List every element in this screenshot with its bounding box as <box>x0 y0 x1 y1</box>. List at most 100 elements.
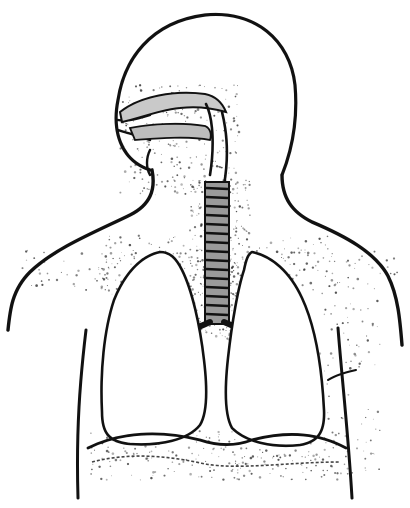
stipple-dot <box>272 468 274 470</box>
stipple-dot <box>328 285 330 287</box>
stipple-dot <box>325 276 326 277</box>
stipple-dot <box>339 282 340 283</box>
tracheal-ring <box>206 206 228 207</box>
stipple-dot <box>168 143 169 144</box>
stipple-dot <box>172 451 174 453</box>
stipple-dot <box>114 242 116 244</box>
stipple-dot <box>238 200 239 201</box>
stipple-dot <box>379 344 380 345</box>
stipple-dot <box>380 273 381 274</box>
stipple-dot <box>222 88 223 89</box>
stipple-dot <box>239 463 240 464</box>
stipple-dot <box>324 314 325 315</box>
stipple-dot <box>173 140 174 141</box>
stipple-dot <box>264 464 265 465</box>
stipple-dot <box>176 143 178 145</box>
stipple-dot <box>129 244 131 246</box>
stipple-dot <box>151 244 152 245</box>
stipple-dot <box>301 249 302 250</box>
stipple-dot <box>238 243 240 245</box>
stipple-dot <box>242 256 244 258</box>
stipple-dot <box>229 167 230 168</box>
stipple-dot <box>222 139 224 141</box>
stipple-dot <box>299 269 300 270</box>
stipple-dot <box>155 446 157 448</box>
stipple-dot <box>198 213 200 215</box>
stipple-dot <box>148 242 150 244</box>
stipple-dot <box>233 85 234 86</box>
stipple-dot <box>390 273 392 275</box>
stipple-dot <box>236 478 238 480</box>
stipple-dot <box>176 164 177 165</box>
stipple-dot <box>156 184 158 186</box>
stipple-dot <box>213 448 214 449</box>
stipple-dot <box>159 88 160 89</box>
stipple-dot <box>154 471 156 473</box>
stipple-dot <box>26 260 27 261</box>
stipple-dot <box>321 293 323 295</box>
stipple-dot <box>174 186 176 188</box>
stipple-dot <box>306 467 308 469</box>
stipple-dot <box>312 289 313 290</box>
stipple-dot <box>237 470 238 471</box>
stipple-dot <box>231 240 232 241</box>
stipple-dot <box>325 244 326 245</box>
stipple-dot <box>140 89 143 92</box>
stipple-dot <box>230 128 232 130</box>
stipple-dot <box>98 269 99 270</box>
stipple-dot <box>108 268 109 269</box>
stipple-dot <box>240 468 241 469</box>
stipple-dot <box>153 89 155 91</box>
stipple-dot <box>211 332 212 333</box>
stipple-dot <box>332 432 334 434</box>
stipple-dot <box>151 458 152 459</box>
stipple-dot <box>195 110 197 112</box>
stipple-dot <box>205 461 206 462</box>
stipple-dot <box>234 207 236 209</box>
stipple-dot <box>25 250 27 252</box>
stipple-dot <box>277 459 279 461</box>
stipple-dot <box>130 264 131 265</box>
stipple-dot <box>56 279 58 281</box>
stipple-dot <box>307 252 310 255</box>
stipple-dot <box>177 112 179 114</box>
stipple-dot <box>184 177 185 178</box>
stipple-dot <box>368 351 370 353</box>
stipple-dot <box>179 90 180 91</box>
stipple-dot <box>98 466 100 468</box>
stipple-dot <box>230 292 232 294</box>
stipple-dot <box>152 475 153 476</box>
stipple-dot <box>107 285 108 286</box>
stipple-dot <box>396 272 398 274</box>
stipple-dot <box>201 304 203 306</box>
stipple-dot <box>217 152 219 154</box>
stipple-dot <box>109 236 110 237</box>
stipple-dot <box>198 476 199 477</box>
stipple-dot <box>222 478 224 480</box>
stipple-dot <box>175 112 177 114</box>
stipple-dot <box>393 273 395 275</box>
stipple-dot <box>233 275 236 278</box>
stipple-dot <box>243 475 245 477</box>
stipple-dot <box>251 473 253 475</box>
stipple-dot <box>171 240 173 242</box>
stipple-dot <box>257 456 258 457</box>
stipple-dot <box>194 293 196 295</box>
stipple-dot <box>172 176 174 178</box>
stipple-dot <box>270 242 273 245</box>
stipple-dot <box>356 447 358 449</box>
stipple-dot <box>161 154 162 155</box>
stipple-dot <box>195 274 197 276</box>
stipple-dot <box>233 477 235 479</box>
stipple-dot <box>166 112 167 113</box>
stipple-dot <box>244 184 245 185</box>
stipple-dot <box>361 255 363 257</box>
stipple-dot <box>163 112 164 113</box>
stipple-dot <box>191 288 194 291</box>
tracheal-ring <box>206 260 228 261</box>
stipple-dot <box>356 345 357 346</box>
stipple-dot <box>200 277 201 278</box>
stipple-dot <box>193 276 195 278</box>
stipple-dot <box>259 248 260 249</box>
stipple-dot <box>173 253 174 254</box>
